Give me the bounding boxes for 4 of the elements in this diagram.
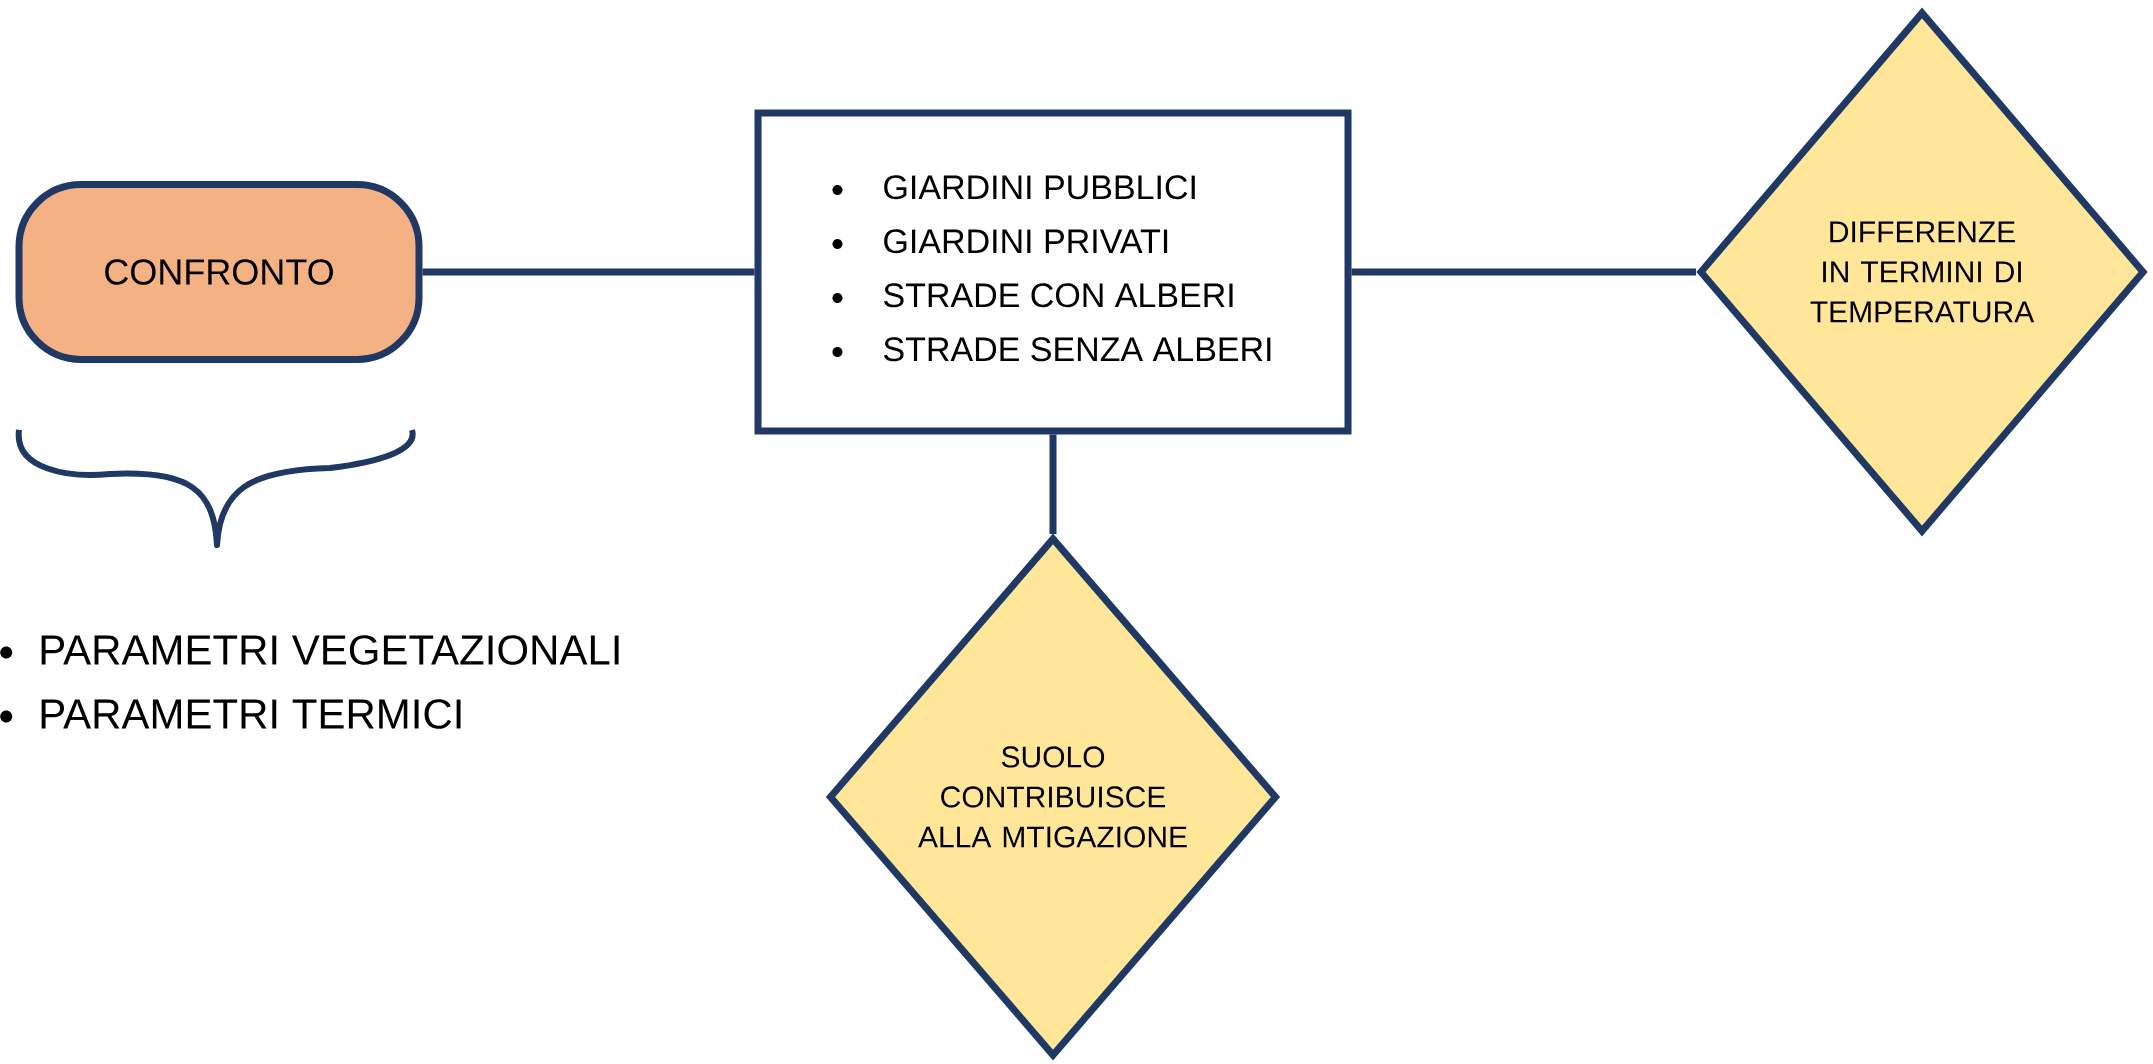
rounded-box: CONFRONTO [15,181,423,363]
bullet-item: PARAMETRI VEGETAZIONALI [0,635,619,665]
list-box: GIARDINI PUBBLICI GIARDINI PRIVATI STRADE CON ALBERI STRADE SENZA ALBERI [754,109,1352,435]
bullet-item: PARAMETRI TERMICI [0,699,461,729]
